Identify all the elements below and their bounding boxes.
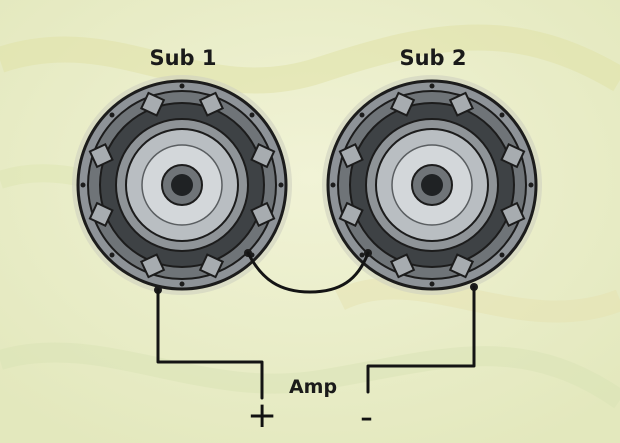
sub-2-label: Sub 2 bbox=[399, 46, 467, 70]
negative-wire bbox=[366, 285, 476, 394]
amp-label: Amp bbox=[288, 376, 338, 398]
subwoofer-2 bbox=[320, 73, 544, 297]
sub-1-label: Sub 1 bbox=[149, 46, 217, 70]
subwoofer-1 bbox=[70, 73, 294, 297]
negative-terminal-label: - bbox=[360, 397, 373, 438]
positive-wire bbox=[156, 288, 264, 400]
positive-terminal-label: + bbox=[247, 395, 278, 436]
series-link-wire bbox=[246, 251, 370, 294]
